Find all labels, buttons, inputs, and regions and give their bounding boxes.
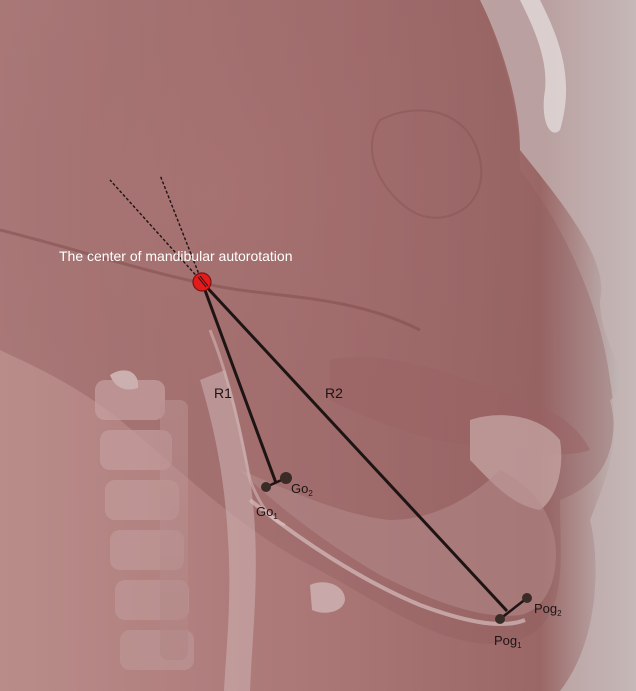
pog1-point <box>495 614 505 624</box>
rotation-center-marker <box>193 273 211 291</box>
rotation-center-caption: The center of mandibular autorotation <box>59 248 292 264</box>
r1-label: R1 <box>214 385 232 401</box>
go1-point <box>261 482 271 492</box>
pog2-point <box>522 593 532 603</box>
r2-label: R2 <box>325 385 343 401</box>
